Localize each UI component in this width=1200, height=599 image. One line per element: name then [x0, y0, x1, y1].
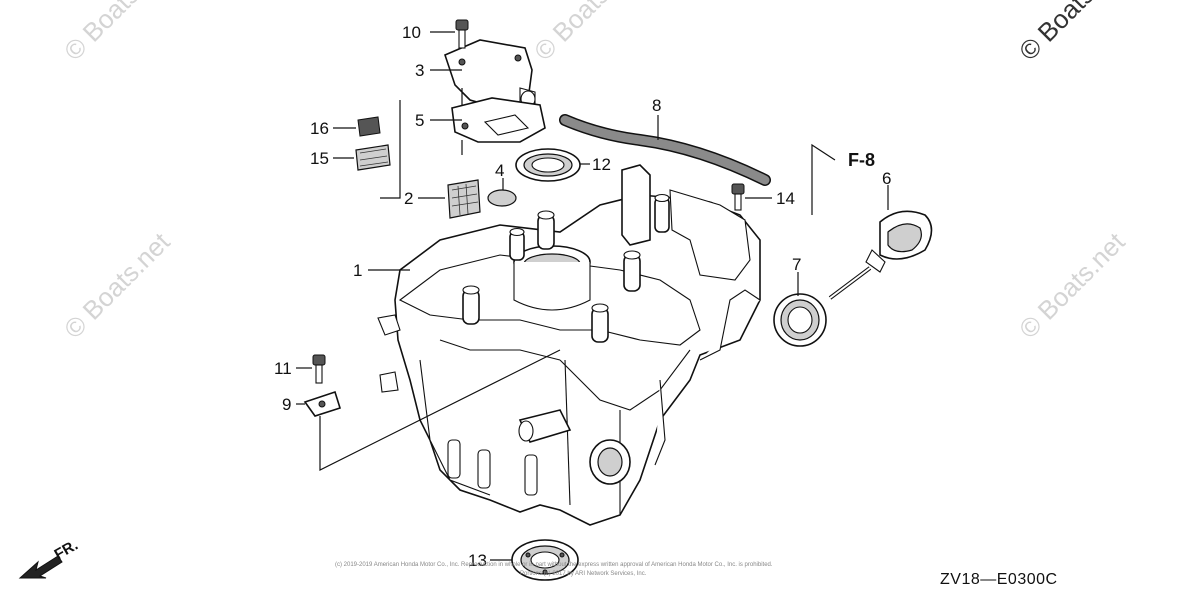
- front-arrow-icon: [18, 555, 63, 579]
- plug-part[interactable]: [487, 189, 517, 207]
- copyright-line: (c) 2019-2019 American Honda Motor Co., …: [335, 562, 773, 568]
- clip-part[interactable]: [303, 390, 342, 417]
- callout-3[interactable]: 3: [415, 61, 424, 80]
- crankcase-part[interactable]: [377, 164, 761, 526]
- callout-2[interactable]: 2: [404, 189, 413, 208]
- filter-screen-part[interactable]: [447, 179, 481, 219]
- callout-10[interactable]: 10: [402, 23, 421, 42]
- callout-8[interactable]: 8: [652, 96, 661, 115]
- section-ref-label: F-8: [848, 150, 875, 170]
- callout-11[interactable]: 11: [274, 359, 292, 378]
- watermark: © Boats.net: [528, 0, 646, 66]
- breather-tube-part[interactable]: [559, 114, 771, 186]
- callout-9[interactable]: 9: [282, 395, 291, 414]
- callout-12[interactable]: 12: [592, 155, 611, 174]
- breather-gasket-part[interactable]: [451, 97, 546, 143]
- watermark: © Boats.net: [58, 0, 176, 66]
- front-direction-indicator: FR.: [18, 537, 81, 579]
- section-reference[interactable]: F-8: [848, 150, 875, 170]
- leader-lines: [296, 31, 889, 561]
- watermark: © Boats.net: [1013, 226, 1131, 344]
- callout-15[interactable]: 15: [310, 149, 329, 168]
- copyright-line-2: Portions (c) 2017 by ARI Network Service…: [520, 571, 647, 577]
- flange-bolt-part[interactable]: [731, 183, 745, 211]
- bottom-seal-part[interactable]: [511, 539, 579, 581]
- callout-16[interactable]: 16: [310, 119, 329, 138]
- watermark: © Boats.net: [1013, 0, 1131, 66]
- bolt-part[interactable]: [312, 354, 326, 384]
- callout-7[interactable]: 7: [792, 255, 801, 274]
- callout-labels: 1 2 3 4 5 6 7 8 9 10 11 12 13 14 15 16: [274, 23, 891, 570]
- o-ring-part[interactable]: [773, 293, 827, 347]
- watermark: © Boats.net: [58, 226, 176, 344]
- reed-plate-part[interactable]: [357, 116, 381, 137]
- callout-13[interactable]: 13: [468, 551, 487, 570]
- callout-1[interactable]: 1: [353, 261, 362, 280]
- oil-filler-cap-part[interactable]: [828, 210, 933, 300]
- callout-4[interactable]: 4: [495, 161, 504, 180]
- oil-seal-part[interactable]: [515, 148, 581, 182]
- callout-6[interactable]: 6: [882, 169, 891, 188]
- callout-14[interactable]: 14: [776, 189, 795, 208]
- small-filter-part[interactable]: [355, 144, 391, 171]
- callout-5[interactable]: 5: [415, 111, 424, 130]
- diagram-code: ZV18—E0300C: [940, 571, 1058, 588]
- bolt-part[interactable]: [455, 19, 469, 49]
